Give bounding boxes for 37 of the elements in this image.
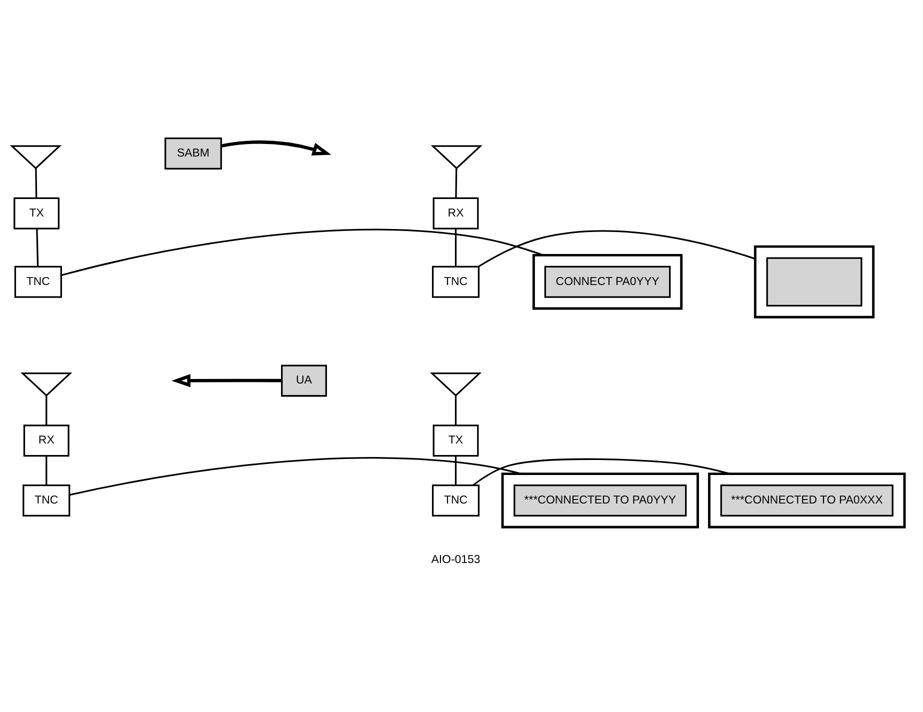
node-box: RX: [432, 196, 479, 229]
connector: [36, 228, 39, 266]
connector: [35, 168, 38, 198]
arrow: [172, 373, 282, 387]
cluster: [501, 472, 699, 528]
connector: [69, 456, 522, 496]
node-box: ***CONNECTED TO PA0YYY: [514, 484, 687, 516]
node-box: RX: [23, 424, 70, 456]
connector: [46, 395, 48, 425]
node-box: [766, 256, 862, 306]
connector: [61, 228, 544, 276]
node-box: UA: [281, 364, 327, 396]
node-box: TNC: [432, 484, 480, 516]
node-box: CONNECT PA0YYY: [544, 265, 671, 298]
arrow: [220, 140, 332, 156]
node-box: TX: [14, 196, 60, 229]
connector: [454, 455, 457, 485]
node-box: TNC: [14, 265, 62, 298]
cluster: [754, 244, 875, 318]
cluster: [532, 253, 683, 310]
node-picture: [430, 372, 482, 396]
connector: [472, 458, 730, 486]
connector: [454, 395, 457, 425]
connector: [478, 230, 756, 267]
node-picture: [20, 372, 72, 396]
node-box: TNC: [22, 484, 70, 516]
node-picture: [430, 144, 482, 169]
connector: [455, 168, 458, 198]
label: AIO-0153: [431, 553, 480, 566]
node-picture: [10, 144, 62, 169]
node-box: ***CONNECTED TO PA0XXX: [720, 484, 894, 516]
node-box: TNC: [432, 265, 480, 298]
connector: [46, 455, 48, 485]
node-box: SABM: [164, 136, 222, 169]
connector: [454, 228, 457, 266]
node-box: TX: [432, 424, 479, 456]
cluster: [708, 472, 906, 528]
